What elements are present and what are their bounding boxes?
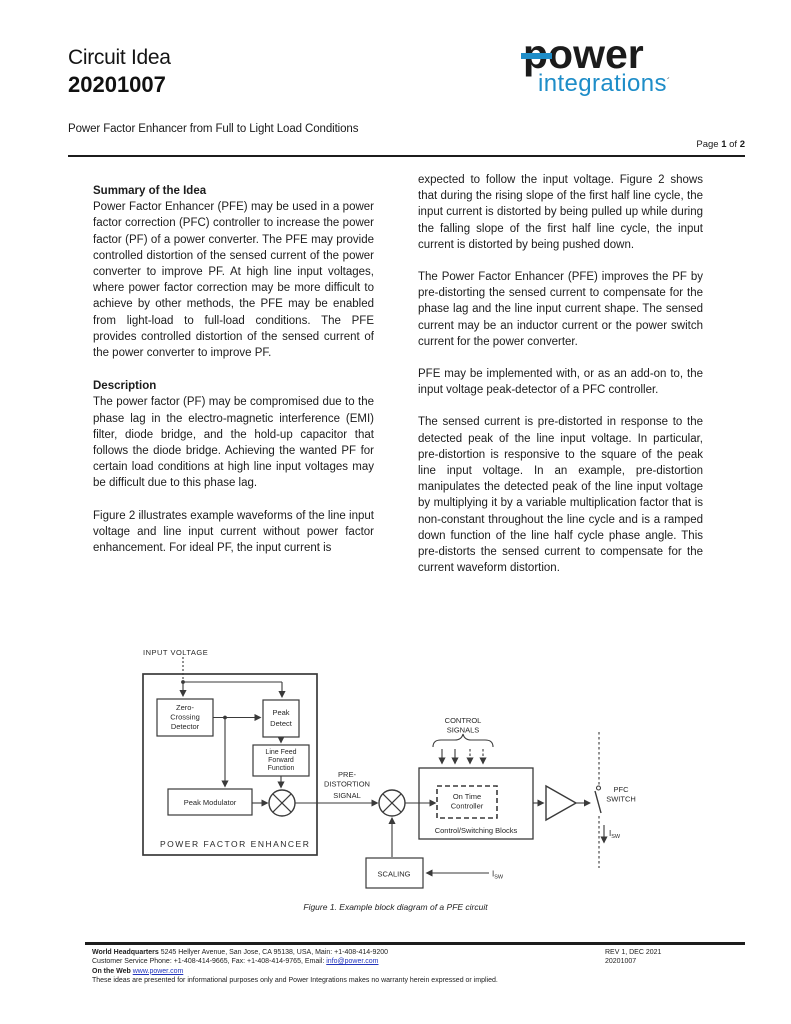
on-time-controller-label: On Time: [453, 792, 481, 801]
left-column: Summary of the Idea Power Factor Enhance…: [93, 183, 374, 572]
page-title: Power Factor Enhancer from Full to Light…: [68, 123, 359, 135]
pfe-enclosure-label: POWER FACTOR ENHANCER: [160, 839, 310, 849]
footer-divider: [85, 942, 745, 945]
control-switching-blocks-label: Control/Switching Blocks: [435, 826, 518, 835]
page-number-label: Page 1 of 2: [696, 139, 745, 150]
pre-distortion-signal-label: SIGNAL: [333, 791, 361, 800]
control-signals-label: CONTROL: [445, 716, 482, 725]
body-paragraph-2: The Power Factor Enhancer (PFE) improves…: [418, 271, 703, 348]
zcd-label: Zero-: [176, 703, 194, 712]
peak-detect-label: Peak: [272, 708, 289, 717]
summary-heading: Summary of the Idea: [93, 185, 207, 197]
footer-line-3: On the Web www.power.com: [92, 967, 184, 975]
footer-revision-block: REV 1, DEC 2021 20201007: [605, 948, 745, 967]
footer-line-2: Customer Service Phone: +1-408-414-9665,…: [92, 958, 379, 966]
right-column: expected to follow the input voltage. Fi…: [418, 172, 703, 592]
description-paragraph-2: Figure 2 illustrates example waveforms o…: [93, 509, 374, 555]
revision-label: REV 1, DEC 2021: [605, 949, 662, 956]
summary-paragraph: Power Factor Enhancer (PFE) may be used …: [93, 201, 374, 360]
footer-disclaimer: These ideas are presented for informatio…: [92, 976, 498, 984]
pfe-enclosure-box: [142, 673, 318, 856]
isw-label: ISW: [492, 870, 504, 881]
body-paragraph-1: expected to follow the input voltage. Fi…: [418, 174, 703, 251]
footer-line-1: World Headquarters 5245 Hellyer Avenue, …: [92, 949, 389, 956]
scaling-label: SCALING: [378, 870, 411, 879]
logo-word-power: power: [523, 31, 644, 77]
footer-contact-block: World Headquarters 5245 Hellyer Avenue, …: [92, 948, 592, 985]
email-link[interactable]: info@power.com: [326, 958, 379, 966]
logo-trademark-tick: ´: [666, 77, 671, 88]
power-integrations-logo: power integrations´: [521, 34, 721, 104]
lfff-label: Line Feed: [265, 749, 296, 756]
pfc-switch-icon: [594, 732, 602, 868]
pre-distortion-signal-label: DISTORTION: [324, 780, 370, 789]
peak-modulator-label: Peak Modulator: [184, 798, 237, 807]
pfe-block-diagram: INPUT VOLTAGE POWER FACTOR ENHANCER Zero…: [142, 648, 636, 889]
description-paragraph-1: The power factor (PF) may be compromised…: [93, 396, 374, 490]
zcd-label: Detector: [171, 722, 200, 731]
lfff-label: Function: [268, 765, 295, 772]
peak-detect-label: Detect: [270, 719, 293, 728]
control-signals-label: SIGNALS: [447, 726, 480, 735]
lfff-label: Forward: [268, 757, 294, 764]
on-time-controller-box: [436, 785, 498, 819]
pfc-switch-label: SWITCH: [606, 795, 636, 804]
doc-number: 20201007: [68, 72, 166, 97]
pfc-switch-label: PFC: [614, 785, 630, 794]
logo-blue-dash-icon: [521, 53, 552, 59]
scaling-box: [365, 857, 424, 889]
figure-caption: Figure 1. Example block diagram of a PFE…: [303, 902, 488, 912]
doc-type-title: Circuit Idea: [68, 46, 171, 69]
driver-triangle-icon: [545, 784, 578, 822]
description-heading: Description: [93, 380, 157, 393]
control-signals-brace: [432, 733, 494, 748]
website-link[interactable]: www.power.com: [132, 967, 184, 975]
header-divider: [68, 155, 745, 157]
footer-doc-number: 20201007: [605, 958, 637, 966]
input-voltage-label: INPUT VOLTAGE: [143, 648, 208, 657]
multiplier-icon: [268, 789, 296, 817]
on-time-controller-label: Controller: [451, 802, 484, 811]
logo-word-integrations: integrations´: [538, 70, 671, 97]
pre-distortion-signal-label: PRE-: [338, 770, 356, 779]
isw-label: ISW: [609, 829, 621, 840]
zcd-label: Crossing: [170, 713, 200, 722]
multiplier-icon: [378, 789, 406, 817]
body-paragraph-3: PFE may be implemented with, or as an ad…: [418, 368, 703, 397]
body-paragraph-4: The sensed current is pre-distorted in r…: [418, 416, 703, 575]
peak-modulator-box: [167, 788, 253, 816]
